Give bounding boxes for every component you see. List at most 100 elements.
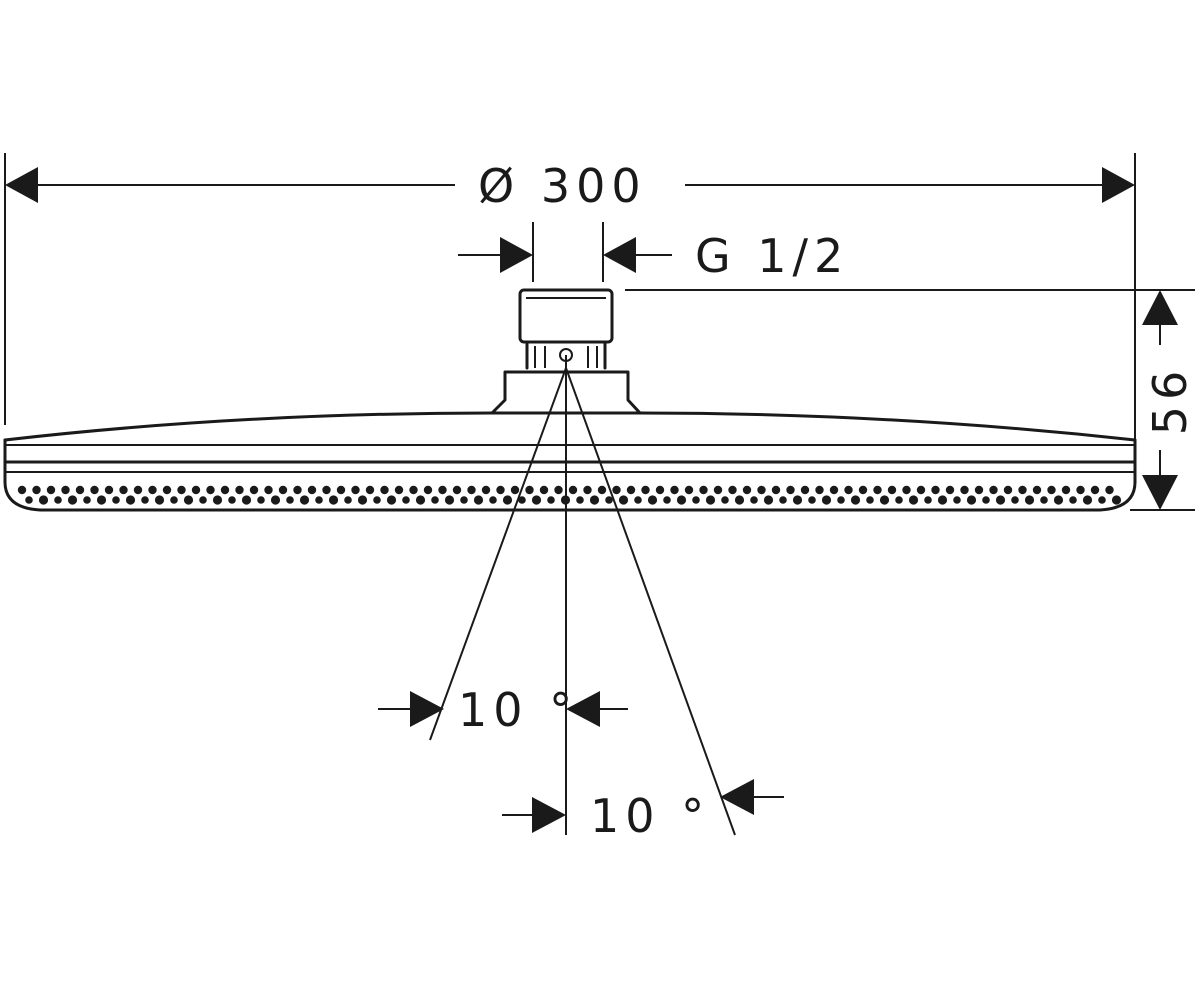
spray-nozzle	[916, 485, 926, 495]
spray-nozzle-row	[17, 485, 1122, 505]
angle-right-arrow-outer	[720, 779, 754, 815]
shower-head-spray-face-outline	[3, 480, 1137, 512]
spray-nozzle	[937, 495, 948, 505]
spray-nozzle	[844, 485, 853, 495]
angle-left-arrow-inner	[566, 691, 600, 727]
spray-nozzle	[641, 485, 650, 495]
spray-nozzle	[510, 485, 520, 495]
height-dimension: 56	[625, 289, 1197, 511]
spray-nozzle	[800, 485, 810, 495]
spray-nozzle	[953, 496, 961, 504]
spray-nozzle	[974, 485, 984, 495]
spray-nozzle	[373, 496, 381, 504]
spray-nozzle	[829, 485, 839, 495]
spray-nozzle	[1098, 496, 1106, 504]
spray-nozzle	[162, 485, 172, 495]
spray-nozzle	[315, 496, 323, 504]
spray-nozzle	[496, 485, 505, 495]
thread-dimension: G 1/2	[458, 222, 849, 283]
spray-nozzle	[850, 495, 861, 505]
spray-nozzle	[32, 485, 41, 495]
spray-nozzle	[792, 495, 803, 505]
spray-nozzle	[676, 495, 687, 505]
spray-nozzle	[763, 495, 774, 505]
spray-nozzle	[199, 496, 207, 504]
spray-nozzle	[583, 485, 592, 495]
spray-nozzle	[125, 495, 136, 505]
spray-nozzle	[1024, 495, 1035, 505]
spray-nozzle	[112, 496, 120, 504]
spray-nozzle	[576, 496, 584, 504]
spray-nozzle	[924, 496, 932, 504]
connector-neck-ribs	[534, 346, 598, 368]
spray-nozzle	[589, 495, 600, 505]
spray-nozzle	[467, 485, 476, 495]
spray-nozzle	[344, 496, 352, 504]
spray-nozzle	[257, 496, 265, 504]
spray-nozzle	[902, 485, 911, 495]
spray-nozzle	[1032, 485, 1042, 495]
spray-nozzle	[525, 485, 534, 495]
spray-nozzle	[1040, 496, 1048, 504]
spray-nozzle	[1011, 496, 1019, 504]
spray-nozzle	[380, 485, 389, 495]
spray-nozzle	[409, 485, 418, 495]
spray-nozzle	[966, 495, 977, 505]
spray-nozzle	[734, 495, 745, 505]
spray-nozzle	[1090, 485, 1100, 495]
spray-nozzle	[721, 496, 729, 504]
spray-nozzle	[554, 485, 563, 495]
spray-nozzle	[539, 485, 549, 495]
spray-nozzle	[170, 496, 178, 504]
spray-nozzle	[750, 496, 758, 504]
spray-nozzle	[351, 485, 360, 495]
spray-nozzle	[684, 485, 694, 495]
diameter-label: Ø 300	[478, 159, 647, 213]
spray-nozzle	[386, 495, 397, 505]
thread-label: G 1/2	[695, 229, 849, 283]
spray-nozzle	[858, 485, 868, 495]
spray-nozzle	[75, 485, 85, 495]
spray-nozzle	[148, 485, 157, 495]
spray-nozzle	[945, 485, 955, 495]
spray-nozzle	[307, 485, 317, 495]
spray-nozzle	[299, 495, 310, 505]
spray-nozzle	[887, 485, 897, 495]
spray-nozzle	[83, 496, 91, 504]
spray-nozzle	[873, 485, 882, 495]
spray-nozzle	[438, 485, 447, 495]
spray-nozzle	[328, 495, 339, 505]
angle-right-label: 10 °	[590, 789, 710, 843]
spray-nozzle	[228, 496, 236, 504]
spray-nozzle	[54, 496, 62, 504]
spray-nozzle	[605, 496, 613, 504]
spray-nozzle	[235, 485, 244, 495]
diameter-arrow-left	[5, 167, 38, 203]
spray-nozzle	[119, 485, 128, 495]
spray-nozzle	[1047, 485, 1056, 495]
spray-nozzle	[808, 496, 816, 504]
spray-nozzle	[960, 485, 969, 495]
spray-nozzle	[547, 496, 555, 504]
spray-nozzle	[705, 495, 716, 505]
spray-nozzle	[61, 485, 70, 495]
spray-nozzle	[141, 496, 149, 504]
spray-nozzle	[489, 496, 497, 504]
height-arrow-bottom	[1142, 475, 1178, 510]
spray-nozzle	[866, 496, 874, 504]
spray-nozzle	[779, 496, 787, 504]
spray-nozzle	[895, 496, 903, 504]
spray-nozzle	[1111, 495, 1122, 505]
spray-nozzle	[96, 495, 107, 505]
spray-nozzle	[618, 495, 629, 505]
spray-nozzle	[1018, 485, 1027, 495]
spray-nozzle	[786, 485, 795, 495]
spray-nozzle	[444, 495, 455, 505]
spray-nozzle	[415, 495, 426, 505]
spray-nozzle	[518, 496, 526, 504]
spray-nozzle	[879, 495, 890, 505]
spray-nozzle	[322, 485, 331, 495]
spray-nozzle	[17, 485, 27, 495]
angle-right-arrow-inner	[532, 797, 566, 833]
spray-nozzle	[46, 485, 56, 495]
